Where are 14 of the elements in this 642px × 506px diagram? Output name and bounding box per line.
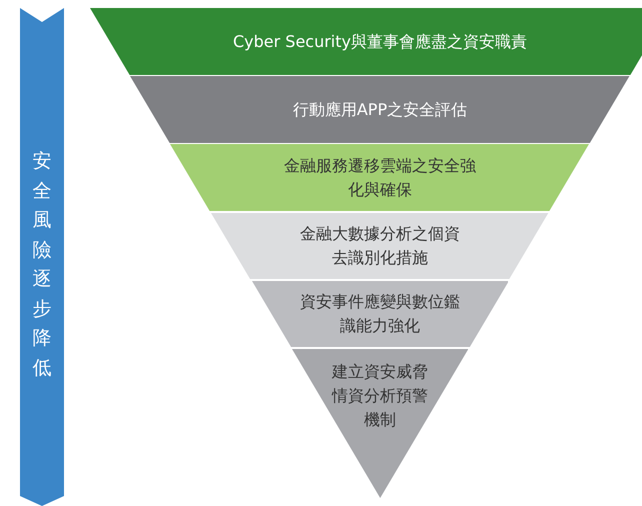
funnel-layer [90, 8, 642, 75]
layer-label: 資安事件應變與數位鑑識能力強化 [298, 291, 461, 337]
funnel-layer [211, 213, 549, 279]
funnel-layer [130, 76, 630, 143]
layer-label: 行動應用APP之安全評估 [292, 98, 468, 120]
layer-label: 金融服務遷移雲端之安全強化與確保 [282, 154, 477, 200]
funnel-layer [292, 349, 468, 498]
layer-label: 建立資安威脅情資分析預警機制 [330, 361, 429, 431]
layer-label: 金融大數據分析之個資去識別化措施 [298, 223, 461, 269]
funnel-layer [252, 281, 508, 347]
vertical-label: 安全風險逐步降低 [32, 149, 52, 380]
funnel-layer [170, 144, 590, 211]
layer-label: Cyber Security與董事會應盡之資安職責 [232, 30, 528, 52]
arrow-band [20, 8, 64, 506]
